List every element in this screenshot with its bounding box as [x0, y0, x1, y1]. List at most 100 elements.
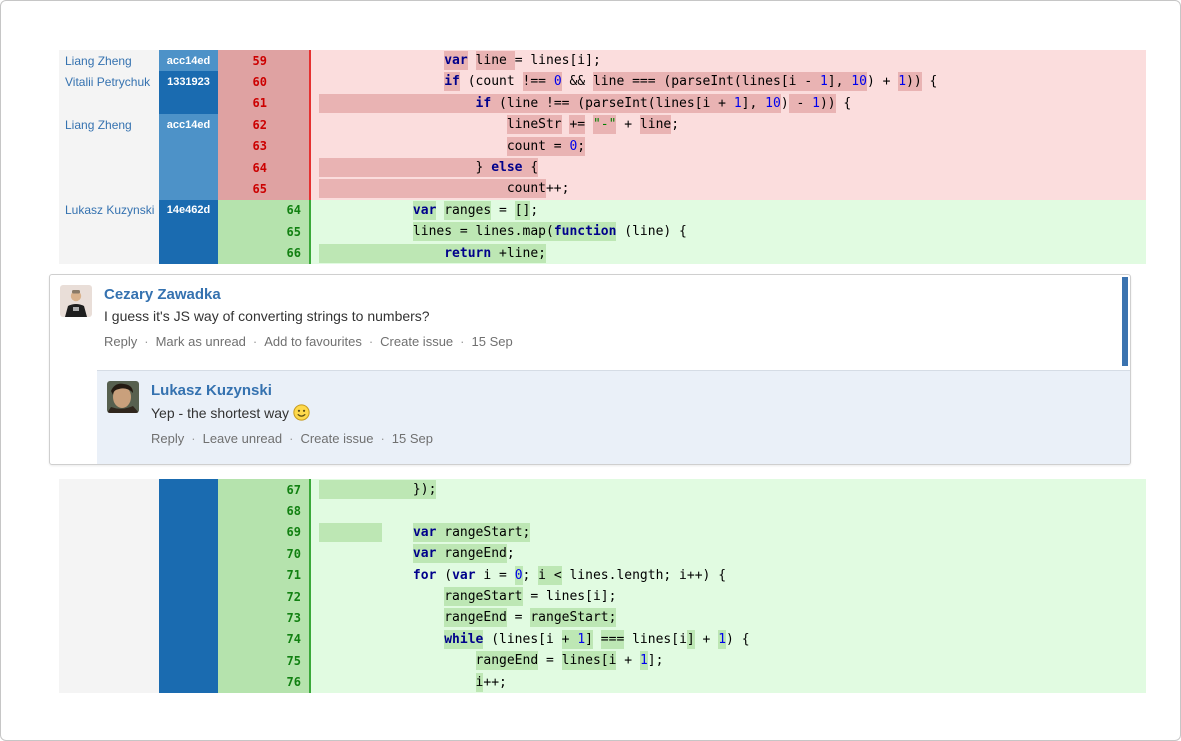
line-number[interactable]: 71 — [218, 564, 311, 586]
blame-author-label — [59, 135, 159, 157]
code-line: for (var i = 0; i < lines.length; i++) { — [311, 564, 1146, 586]
code-token: 1 — [733, 93, 742, 113]
code-token: { — [522, 157, 539, 177]
avatar-lukasz-image — [107, 381, 139, 413]
code-line: }); — [311, 479, 1146, 501]
line-number[interactable]: 67 — [218, 479, 311, 501]
blame-author-label — [59, 156, 159, 179]
line-number[interactable]: 68 — [218, 500, 311, 522]
commit-hash-link[interactable]: acc14ed — [159, 50, 218, 72]
diff-row: 68 — [59, 500, 1146, 522]
line-number[interactable]: 60 — [218, 71, 311, 93]
comment-action-mark-as-unread[interactable]: Mark as unread — [155, 334, 246, 349]
code-line: lineStr += "-" + line; — [311, 114, 1146, 136]
code-token: i = — [475, 567, 515, 583]
line-number[interactable]: 70 — [218, 543, 311, 565]
blame-author-label — [59, 671, 159, 693]
code-token: return — [444, 243, 492, 263]
code-token — [319, 179, 507, 199]
line-number[interactable]: 69 — [218, 521, 311, 544]
blame-author-label — [59, 479, 159, 501]
line-number[interactable]: 61 — [218, 92, 311, 115]
code-token: 10 — [851, 72, 867, 92]
code-token — [319, 137, 507, 156]
code-token — [319, 673, 476, 692]
commit-hash-link — [159, 521, 218, 544]
line-number[interactable]: 65 — [218, 178, 311, 200]
line-number[interactable]: 59 — [218, 50, 311, 72]
code-token: ; — [577, 136, 586, 156]
code-token: += — [569, 115, 586, 135]
blame-author-label: Liang Zheng — [59, 114, 159, 136]
comment-author-link[interactable]: Lukasz Kuzynski — [151, 382, 272, 399]
code-line: return +line; — [311, 242, 1146, 264]
line-number[interactable]: 76 — [218, 671, 311, 693]
blame-author-label — [59, 92, 159, 115]
code-token: { — [921, 74, 938, 90]
code-line: i++; — [311, 671, 1146, 693]
code-token — [585, 115, 593, 134]
code-token: ranges — [444, 200, 492, 220]
code-token: (line !== (parseInt(lines[i + — [491, 93, 734, 113]
comment-text: Yep - the shortest way — [151, 404, 433, 421]
separator-dot: · — [144, 334, 149, 349]
avatar — [107, 381, 139, 413]
line-number[interactable]: 63 — [218, 135, 311, 157]
blame-author-label — [59, 221, 159, 243]
commit-hash-link[interactable]: 14e462d — [159, 199, 218, 222]
code-token: { — [835, 95, 852, 111]
code-token: - — [804, 72, 820, 92]
comment-root: Cezary Zawadka I guess it's JS way of co… — [50, 275, 1130, 370]
code-token: ++; — [483, 674, 507, 690]
code-token: lines = lines.map( — [412, 222, 554, 242]
code-token: var — [412, 200, 437, 220]
code-line: rangeEnd = rangeStart; — [311, 607, 1146, 629]
code-token: ] — [686, 629, 695, 649]
code-token: ], — [741, 93, 766, 113]
diff-row: 65 count++; — [59, 178, 1146, 200]
line-number[interactable]: 66 — [218, 242, 311, 264]
comment-author-link[interactable]: Cezary Zawadka — [104, 286, 221, 303]
line-number[interactable]: 74 — [218, 628, 311, 651]
code-token: line — [639, 115, 672, 135]
commit-hash-link[interactable]: 1331923 — [159, 71, 218, 93]
comment-action-reply[interactable]: Reply — [151, 431, 185, 446]
comment-actions: Reply·Leave unread·Create issue·15 Sep — [151, 431, 433, 446]
line-number[interactable]: 64 — [218, 156, 311, 179]
comment-action-add-to-favourites[interactable]: Add to favourites — [264, 334, 362, 349]
code-token: + — [616, 653, 640, 669]
code-line — [311, 500, 1146, 522]
commit-hash-link[interactable]: acc14ed — [159, 114, 218, 136]
blame-author-label: Lukasz Kuzynski — [59, 199, 159, 222]
code-token: i < — [538, 565, 562, 585]
blame-author-label — [59, 178, 159, 200]
code-token — [319, 201, 413, 220]
comment-action-create-issue[interactable]: Create issue — [300, 431, 374, 446]
comment-date-link[interactable]: 15 Sep — [471, 334, 513, 349]
comment-date-link[interactable]: 15 Sep — [391, 431, 433, 446]
line-number[interactable]: 64 — [218, 199, 311, 222]
commit-hash-link — [159, 221, 218, 243]
comment-thread: Cezary Zawadka I guess it's JS way of co… — [49, 274, 1131, 465]
comment-action-create-issue[interactable]: Create issue — [380, 334, 454, 349]
code-token — [319, 157, 476, 177]
code-token: rangeEnd — [436, 544, 507, 564]
commit-hash-link — [159, 628, 218, 651]
diff-row: 73 rangeEnd = rangeStart; — [59, 607, 1146, 629]
line-number[interactable]: 73 — [218, 607, 311, 629]
line-number[interactable]: 72 — [218, 585, 311, 608]
code-line: var rangeEnd; — [311, 543, 1146, 565]
line-number[interactable]: 62 — [218, 114, 311, 136]
comment-action-reply[interactable]: Reply — [104, 334, 138, 349]
commit-hash-link — [159, 92, 218, 115]
separator-dot: · — [460, 334, 465, 349]
code-token: var — [444, 51, 468, 70]
code-token: (count — [459, 74, 523, 90]
code-line: rangeEnd = lines[i + 1]; — [311, 650, 1146, 672]
comment-action-leave-unread[interactable]: Leave unread — [202, 431, 283, 446]
line-number[interactable]: 75 — [218, 650, 311, 672]
line-number[interactable]: 65 — [218, 221, 311, 243]
